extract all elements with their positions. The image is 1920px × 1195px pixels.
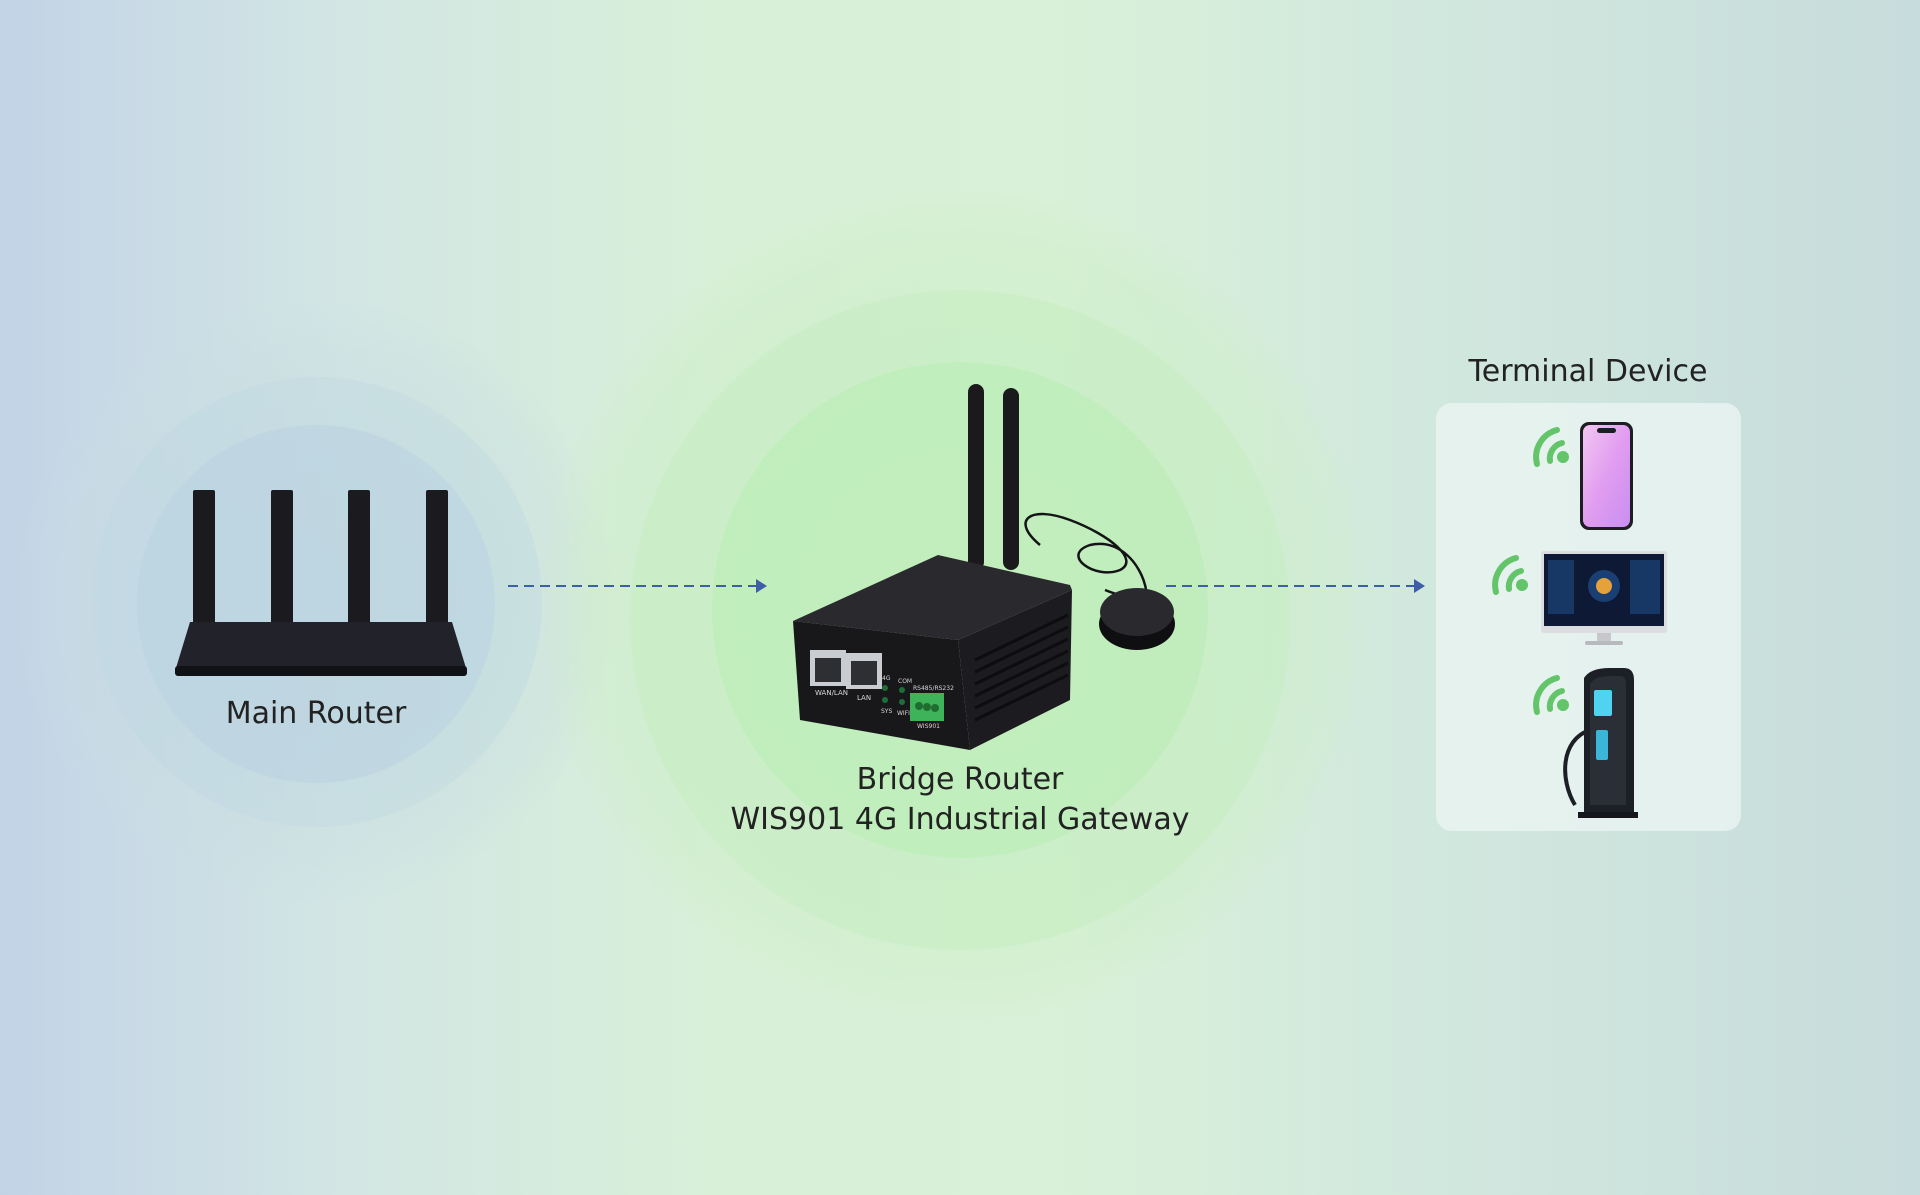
bridge-router-subtitle: WIS901 4G Industrial Gateway — [730, 802, 1190, 837]
bridge-router-title: Bridge Router — [856, 762, 1064, 797]
terminal-device-title: Terminal Device — [1468, 354, 1708, 389]
terminal-device-card — [1436, 403, 1741, 831]
main-router-label: Main Router — [225, 696, 407, 731]
